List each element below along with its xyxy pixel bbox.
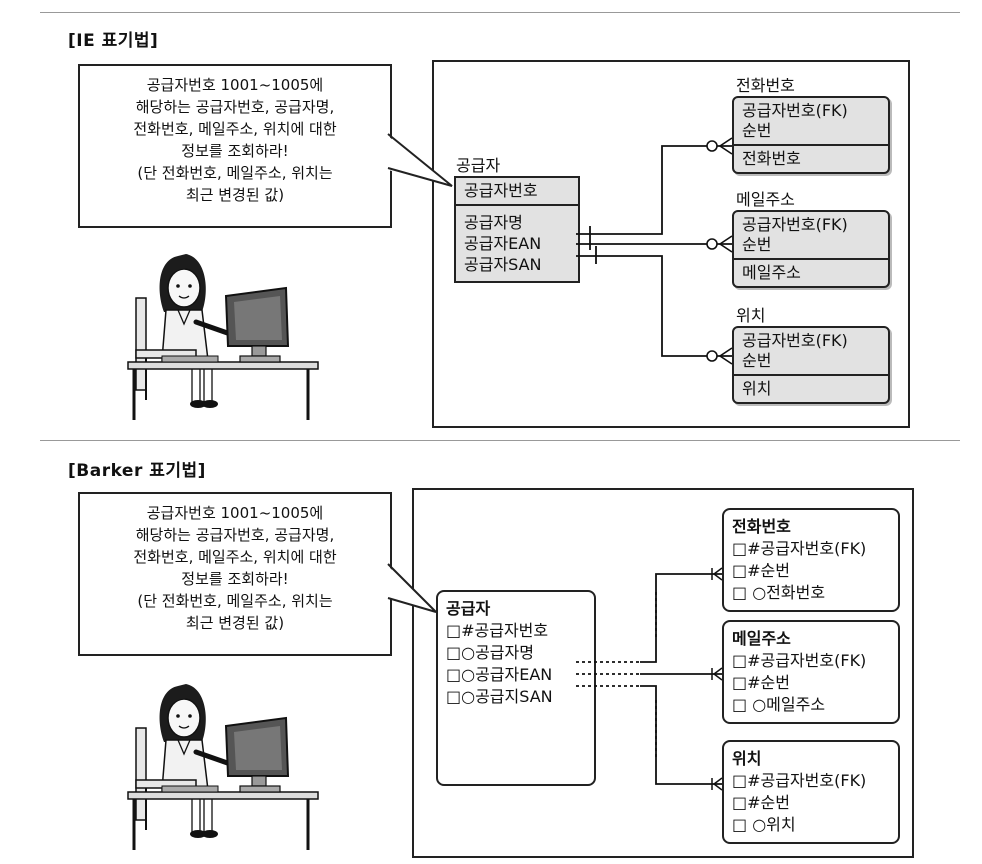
ie-bubble-line: 전화번호, 메일주소, 위치에 대한: [133, 120, 337, 138]
barker-email-attr: □#공급자번호(FK): [732, 651, 867, 670]
ie-supplier-attr: 공급자EAN: [464, 234, 542, 253]
ie-email-entity: 공급자번호(FK) 순번 메일주소: [732, 210, 890, 288]
barker-supplier-attr: □#공급자번호: [446, 621, 549, 640]
barker-location-entity: 위치 □#공급자번호(FK) □#순번 □ ○위치: [722, 740, 900, 844]
ie-location-key: 순번: [742, 351, 772, 370]
ie-location-attr: 위치: [742, 379, 772, 398]
barker-email-entity: 메일주소 □#공급자번호(FK) □#순번 □ ○메일주소: [722, 620, 900, 724]
ie-section-divider: [40, 12, 960, 13]
barker-supplier-attr: □○공급자EAN: [446, 665, 553, 684]
barker-email-title: 메일주소: [732, 629, 791, 648]
ie-email-attr: 메일주소: [742, 263, 801, 282]
barker-bubble-line: 공급자번호 1001~1005에: [146, 504, 324, 522]
ie-supplier-attr: 공급자SAN: [464, 255, 542, 274]
barker-bubble-line: 최근 변경된 값): [185, 614, 285, 632]
barker-email-attr: □ ○메일주소: [732, 695, 826, 714]
barker-email-attr: □#순번: [732, 673, 790, 692]
barker-section-divider: [40, 440, 960, 441]
ie-supplier-key: 공급자번호: [456, 178, 578, 206]
barker-bubble-line: (단 전화번호, 메일주소, 위치는: [137, 592, 333, 610]
ie-section-title: [IE 표기법]: [68, 31, 159, 51]
ie-bubble-line: 최근 변경된 값): [185, 186, 285, 204]
barker-supplier-title: 공급자: [446, 599, 491, 618]
ie-bubble-line: (단 전화번호, 메일주소, 위치는: [137, 164, 333, 182]
ie-email-key: 공급자번호(FK): [742, 215, 848, 234]
barker-supplier-entity: 공급자 □#공급자번호 □○공급자명 □○공급자EAN □○공급지SAN: [436, 590, 596, 786]
ie-supplier-attr: 공급자명: [464, 213, 523, 232]
ie-location-label: 위치: [736, 306, 766, 325]
ie-phone-entity: 공급자번호(FK) 순번 전화번호: [732, 96, 890, 174]
ie-phone-label: 전화번호: [736, 76, 795, 95]
barker-location-title: 위치: [732, 749, 762, 768]
ie-phone-key: 순번: [742, 121, 772, 140]
barker-supplier-attr: □○공급자명: [446, 643, 534, 662]
barker-bubble-line: 전화번호, 메일주소, 위치에 대한: [133, 548, 337, 566]
barker-speech-bubble: 공급자번호 1001~1005에 해당하는 공급자번호, 공급자명, 전화번호,…: [78, 492, 392, 656]
ie-student-illustration: [128, 254, 318, 420]
barker-phone-title: 전화번호: [732, 517, 791, 536]
ie-bubble-line: 정보를 조회하라!: [181, 142, 289, 160]
ie-bubble-line: 공급자번호 1001~1005에: [146, 76, 324, 94]
barker-phone-entity: 전화번호 □#공급자번호(FK) □#순번 □ ○전화번호: [722, 508, 900, 612]
ie-location-entity: 공급자번호(FK) 순번 위치: [732, 326, 890, 404]
barker-section-title: [Barker 표기법]: [68, 461, 206, 481]
barker-student-illustration: [128, 684, 318, 850]
barker-phone-attr: □#순번: [732, 561, 790, 580]
barker-location-attr: □#공급자번호(FK): [732, 771, 867, 790]
barker-location-attr: □ ○위치: [732, 815, 796, 834]
ie-speech-bubble: 공급자번호 1001~1005에 해당하는 공급자번호, 공급자명, 전화번호,…: [78, 64, 392, 228]
barker-bubble-line: 정보를 조회하라!: [181, 570, 289, 588]
ie-supplier-entity: 공급자번호 공급자명 공급자EAN 공급자SAN: [454, 176, 580, 283]
ie-bubble-line: 해당하는 공급자번호, 공급자명,: [135, 98, 335, 116]
ie-location-key: 공급자번호(FK): [742, 331, 848, 350]
ie-phone-attr: 전화번호: [742, 149, 801, 168]
ie-phone-key: 공급자번호(FK): [742, 101, 848, 120]
barker-phone-attr: □ ○전화번호: [732, 583, 826, 602]
ie-supplier-label: 공급자: [456, 156, 501, 175]
barker-bubble-line: 해당하는 공급자번호, 공급자명,: [135, 526, 335, 544]
ie-email-label: 메일주소: [736, 190, 795, 209]
barker-phone-attr: □#공급자번호(FK): [732, 539, 867, 558]
barker-supplier-attr: □○공급지SAN: [446, 687, 553, 706]
ie-email-key: 순번: [742, 235, 772, 254]
barker-location-attr: □#순번: [732, 793, 790, 812]
